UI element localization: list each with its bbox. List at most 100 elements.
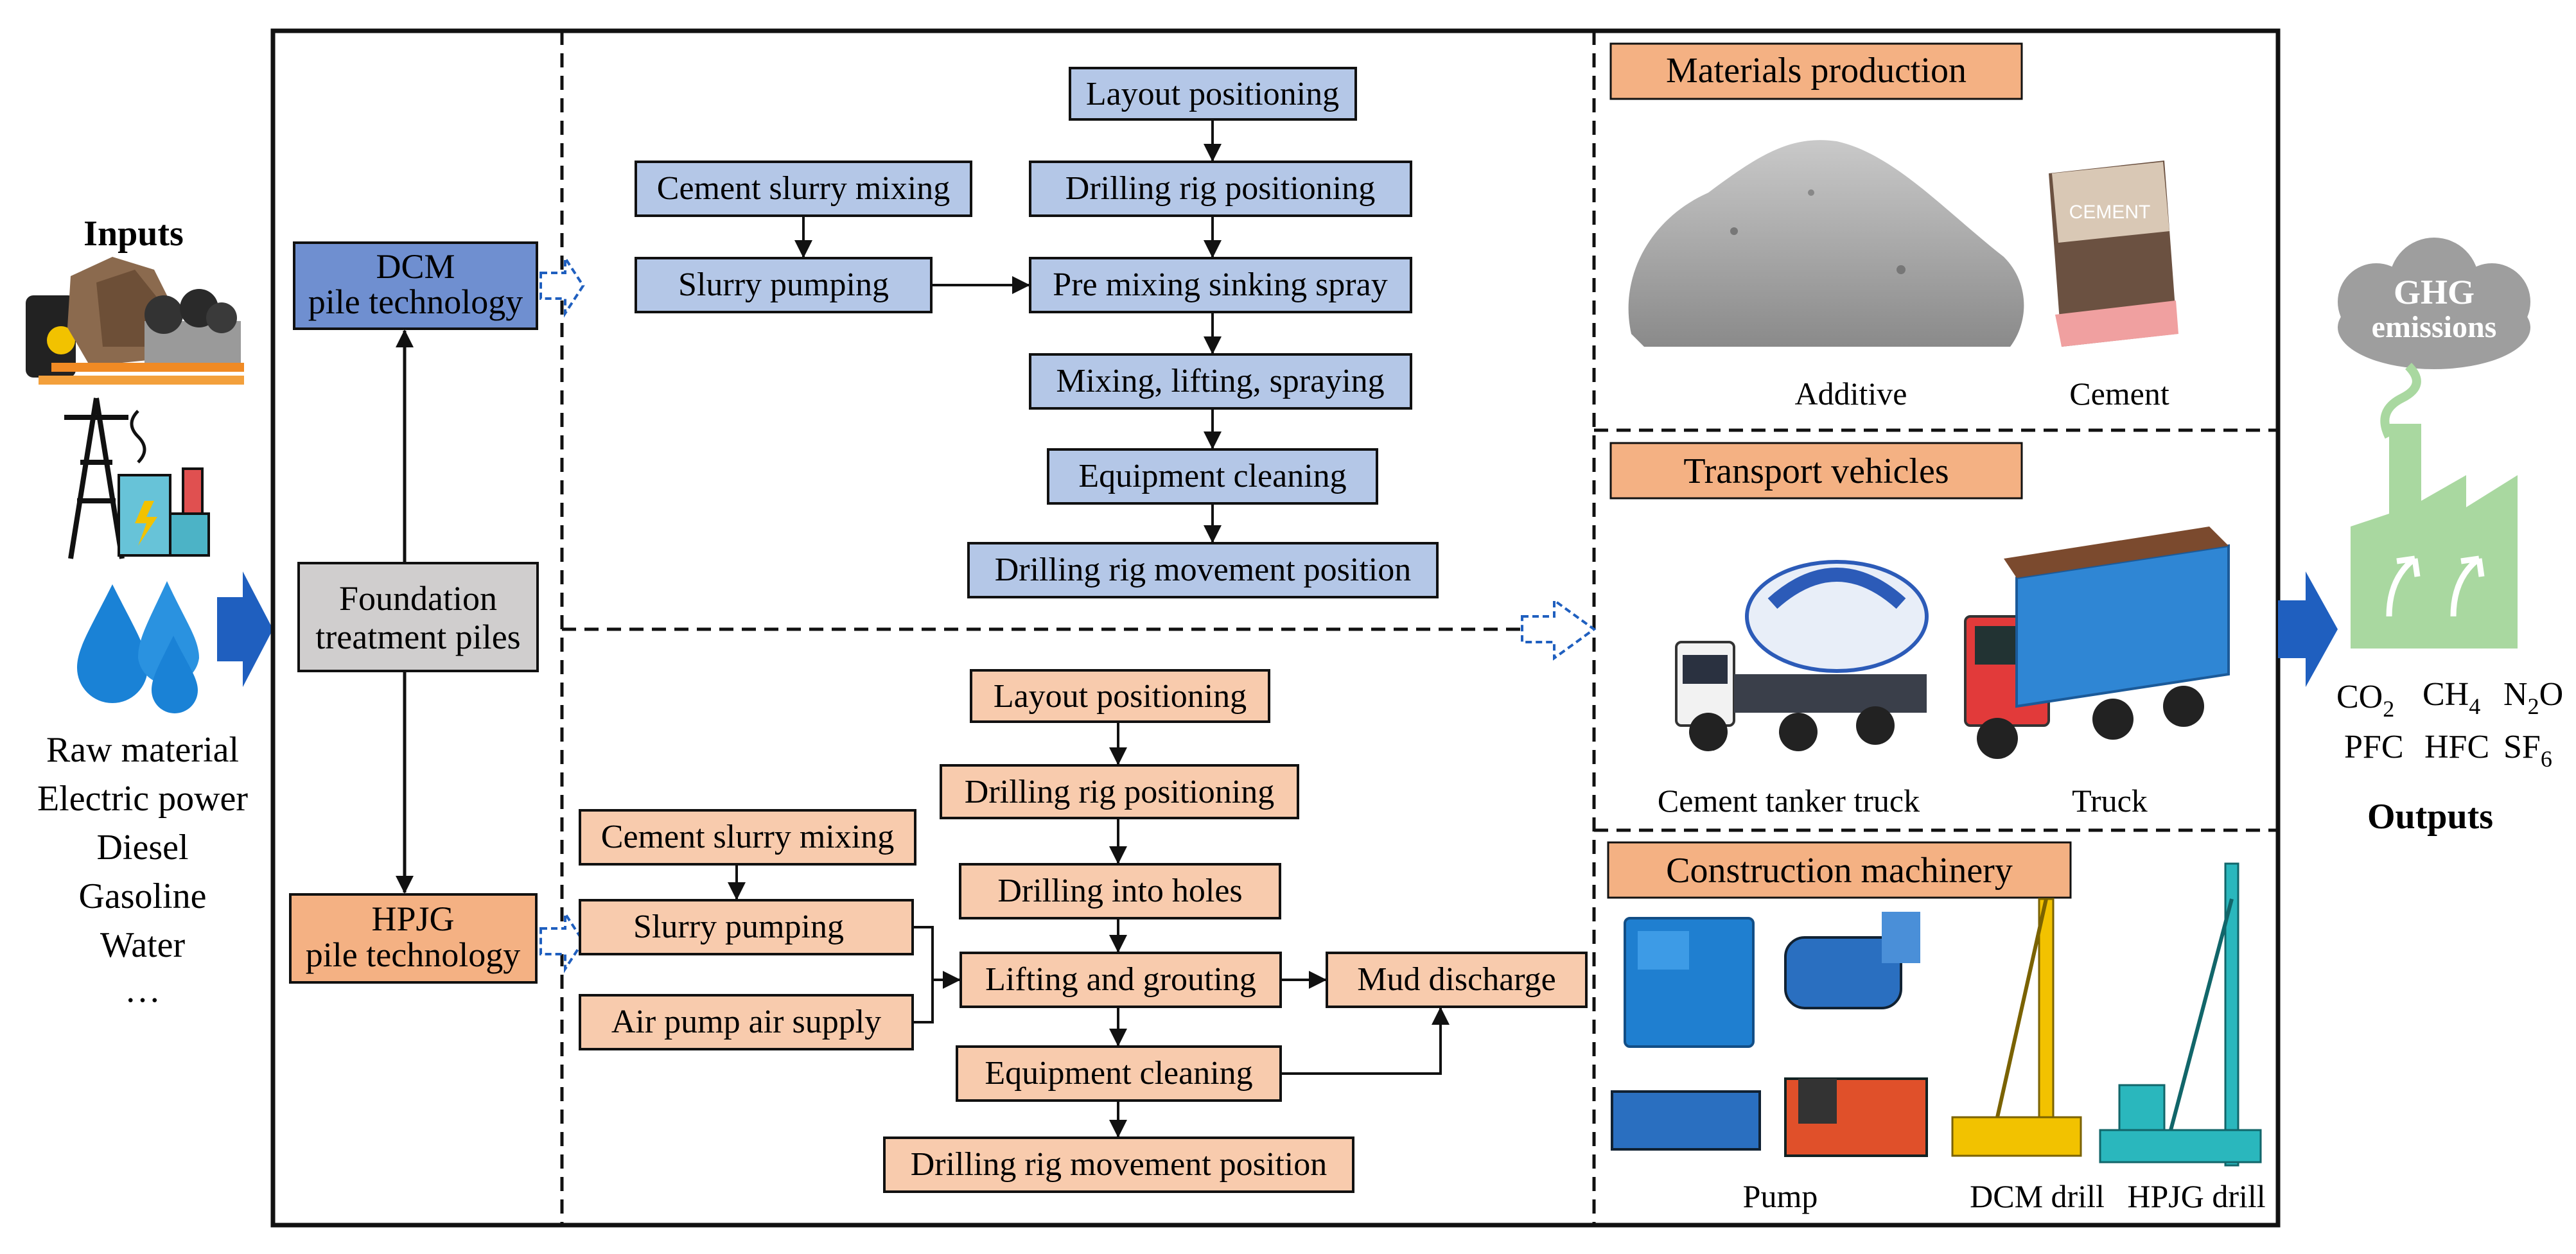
dcm-tech-box[interactable]: DCM pile technology bbox=[293, 241, 538, 330]
hpjg-drilling-holes-box[interactable]: Drilling into holes bbox=[959, 863, 1281, 919]
hpjg-rig-positioning-label: Drilling rig positioning bbox=[965, 774, 1274, 810]
dcm-layout-box[interactable]: Layout positioning bbox=[1069, 67, 1357, 121]
ghg-line2: emissions bbox=[2372, 310, 2497, 344]
gas-sf6: SF6 bbox=[2503, 729, 2552, 772]
inputs-title: Inputs bbox=[83, 214, 184, 254]
water-drops-icon bbox=[77, 581, 199, 713]
materials-title: Materials production bbox=[1666, 51, 1967, 91]
materials-section: Materials production Additive CEMENT Cem… bbox=[1609, 42, 2178, 412]
dcm-mixing-lifting-label: Mixing, lifting, spraying bbox=[1056, 363, 1384, 399]
hpjg-cleaning-label: Equipment cleaning bbox=[985, 1055, 1252, 1092]
hpjg-rig-positioning-box[interactable]: Drilling rig positioning bbox=[940, 764, 1299, 819]
hpjg-drilling-holes-label: Drilling into holes bbox=[997, 873, 1242, 909]
cement-tanker-label: Cement tanker truck bbox=[1658, 783, 1920, 819]
ghg-cloud-icon: GHG emissions bbox=[2338, 238, 2530, 369]
dcm-cleaning-label: Equipment cleaning bbox=[1078, 458, 1346, 494]
transport-title: Transport vehicles bbox=[1683, 451, 1949, 491]
dcm-cement-mixing-box[interactable]: Cement slurry mixing bbox=[635, 161, 972, 217]
machinery-title: Construction machinery bbox=[1666, 851, 2013, 891]
dcm-tech-line2: pile technology bbox=[308, 283, 523, 321]
pump-label: Pump bbox=[1743, 1178, 1818, 1214]
hpjg-lifting-grouting-label: Lifting and grouting bbox=[985, 961, 1256, 998]
dcm-pre-mixing-box[interactable]: Pre mixing sinking spray bbox=[1029, 257, 1412, 313]
dcm-process: Layout positioning Drilling rig position… bbox=[635, 67, 1439, 598]
dcm-drill-image bbox=[1951, 898, 2082, 1157]
dcm-mixing-lifting-box[interactable]: Mixing, lifting, spraying bbox=[1029, 353, 1412, 410]
input-diesel: Diesel bbox=[96, 828, 188, 867]
svg-text:N2O: N2O bbox=[2503, 676, 2563, 719]
hpjg-movement-label: Drilling rig movement position bbox=[911, 1146, 1327, 1183]
pump-machines-image bbox=[1611, 912, 1928, 1157]
svg-text:SF6: SF6 bbox=[2503, 729, 2552, 772]
gas-hfc: HFC bbox=[2424, 729, 2489, 765]
dcm-cleaning-box[interactable]: Equipment cleaning bbox=[1047, 448, 1378, 505]
hpjg-mud-discharge-label: Mud discharge bbox=[1357, 961, 1556, 998]
cement-bag-label: CEMENT bbox=[2069, 202, 2151, 223]
gas-n2o: N2O bbox=[2503, 676, 2563, 719]
hpjg-cleaning-box[interactable]: Equipment cleaning bbox=[956, 1045, 1282, 1102]
ghg-line1: GHG bbox=[2394, 273, 2475, 311]
svg-text:CO2: CO2 bbox=[2336, 679, 2394, 722]
inputs-panel: Inputs Raw mat bbox=[26, 214, 273, 1010]
hollow-arrows bbox=[539, 254, 1597, 973]
outputs-title: Outputs bbox=[2367, 797, 2493, 837]
input-gasoline: Gasoline bbox=[78, 876, 206, 916]
input-arrow bbox=[217, 571, 273, 687]
input-raw-material: Raw material bbox=[46, 730, 239, 770]
hpjg-layout-box[interactable]: Layout positioning bbox=[970, 669, 1270, 723]
raw-material-icon bbox=[26, 257, 244, 385]
dcm-pre-mixing-label: Pre mixing sinking spray bbox=[1053, 266, 1387, 303]
hpjg-air-pump-box[interactable]: Air pump air supply bbox=[579, 994, 914, 1050]
gas-ch4: CH4 bbox=[2423, 676, 2480, 719]
dcm-drill-label: DCM drill bbox=[1970, 1178, 2105, 1214]
foundation-line2: treatment piles bbox=[315, 618, 520, 656]
hpjg-drill-image bbox=[2099, 862, 2262, 1167]
dump-truck-image bbox=[1964, 527, 2230, 759]
truck-label: Truck bbox=[2072, 783, 2148, 819]
input-water: Water bbox=[100, 925, 186, 965]
dcm-cement-mixing-label: Cement slurry mixing bbox=[657, 170, 950, 207]
factory-icon bbox=[2351, 363, 2518, 649]
output-arrow bbox=[2278, 571, 2338, 687]
input-electric-power: Electric power bbox=[37, 779, 248, 819]
additive-label: Additive bbox=[1795, 376, 1907, 412]
hpjg-process: Layout positioning Drilling rig position… bbox=[579, 669, 1588, 1193]
hpjg-tech-line2: pile technology bbox=[306, 936, 520, 974]
dcm-movement-label: Drilling rig movement position bbox=[995, 552, 1412, 588]
cement-bag-image: CEMENT bbox=[2049, 161, 2178, 347]
hpjg-mud-discharge-box[interactable]: Mud discharge bbox=[1326, 952, 1588, 1008]
dcm-tech-line1: DCM bbox=[376, 247, 455, 286]
gas-co2: CO2 bbox=[2336, 679, 2394, 722]
dcm-movement-box[interactable]: Drilling rig movement position bbox=[967, 542, 1439, 598]
dcm-slurry-pumping-label: Slurry pumping bbox=[678, 266, 889, 303]
gas-pfc: PFC bbox=[2344, 729, 2404, 765]
svg-text:CH4: CH4 bbox=[2423, 676, 2480, 719]
machinery-section: Construction machinery Pump DCM drill HP… bbox=[1607, 841, 2266, 1214]
dcm-slurry-pumping-box[interactable]: Slurry pumping bbox=[635, 257, 933, 313]
hpjg-tech-line1: HPJG bbox=[371, 900, 454, 938]
hpjg-slurry-pumping-label: Slurry pumping bbox=[633, 909, 844, 945]
hpjg-slurry-pumping-box[interactable]: Slurry pumping bbox=[579, 899, 914, 955]
cement-tanker-image bbox=[1675, 560, 1929, 751]
foundation-box[interactable]: Foundation treatment piles bbox=[297, 562, 539, 672]
hpjg-tech-box[interactable]: HPJG pile technology bbox=[289, 893, 538, 984]
dcm-rig-positioning-label: Drilling rig positioning bbox=[1065, 170, 1375, 207]
foundation-line1: Foundation bbox=[339, 579, 497, 618]
dcm-arrows bbox=[794, 119, 1222, 543]
transport-section: Transport vehicles Cement tanker truck T… bbox=[1609, 442, 2230, 819]
hpjg-layout-label: Layout positioning bbox=[994, 678, 1247, 715]
input-ellipsis: … bbox=[125, 970, 161, 1010]
dashed-dividers bbox=[560, 31, 2278, 1225]
cement-label: Cement bbox=[2069, 376, 2169, 412]
hpjg-drill-label: HPJG drill bbox=[2127, 1178, 2265, 1214]
electric-power-icon bbox=[64, 397, 210, 559]
hpjg-lifting-grouting-box[interactable]: Lifting and grouting bbox=[959, 952, 1282, 1008]
hpjg-cement-mixing-box[interactable]: Cement slurry mixing bbox=[579, 809, 916, 866]
hpjg-cement-mixing-label: Cement slurry mixing bbox=[601, 819, 894, 855]
hpjg-movement-box[interactable]: Drilling rig movement position bbox=[883, 1136, 1354, 1193]
dcm-rig-positioning-box[interactable]: Drilling rig positioning bbox=[1029, 161, 1412, 217]
outputs-panel: GHG emissions CO2 CH4 N2O PFC HFC SF6 Ou… bbox=[2278, 238, 2563, 837]
additive-pile-image bbox=[1628, 140, 2024, 347]
dcm-layout-label: Layout positioning bbox=[1086, 76, 1339, 112]
